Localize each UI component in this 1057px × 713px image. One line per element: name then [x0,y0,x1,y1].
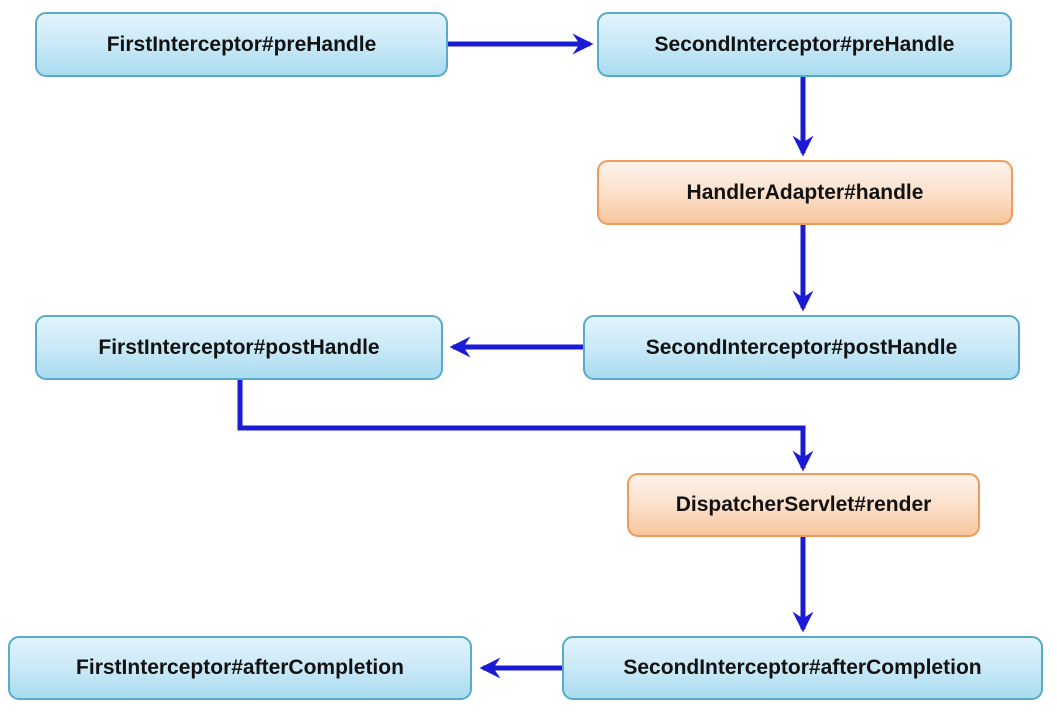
node-first-interceptor-posthandle: FirstInterceptor#postHandle [35,315,443,380]
node-first-interceptor-aftercompletion: FirstInterceptor#afterCompletion [8,636,472,700]
node-second-interceptor-prehandle: SecondInterceptor#preHandle [597,12,1012,77]
node-second-interceptor-aftercompletion: SecondInterceptor#afterCompletion [562,636,1043,700]
node-second-interceptor-posthandle: SecondInterceptor#postHandle [583,315,1020,380]
node-handler-adapter-handle: HandlerAdapter#handle [597,160,1013,225]
edge-first-postHandle-to-dispatcher-render [237,380,814,472]
node-first-interceptor-prehandle: FirstInterceptor#preHandle [35,12,448,77]
node-dispatcher-servlet-render: DispatcherServlet#render [627,473,980,537]
